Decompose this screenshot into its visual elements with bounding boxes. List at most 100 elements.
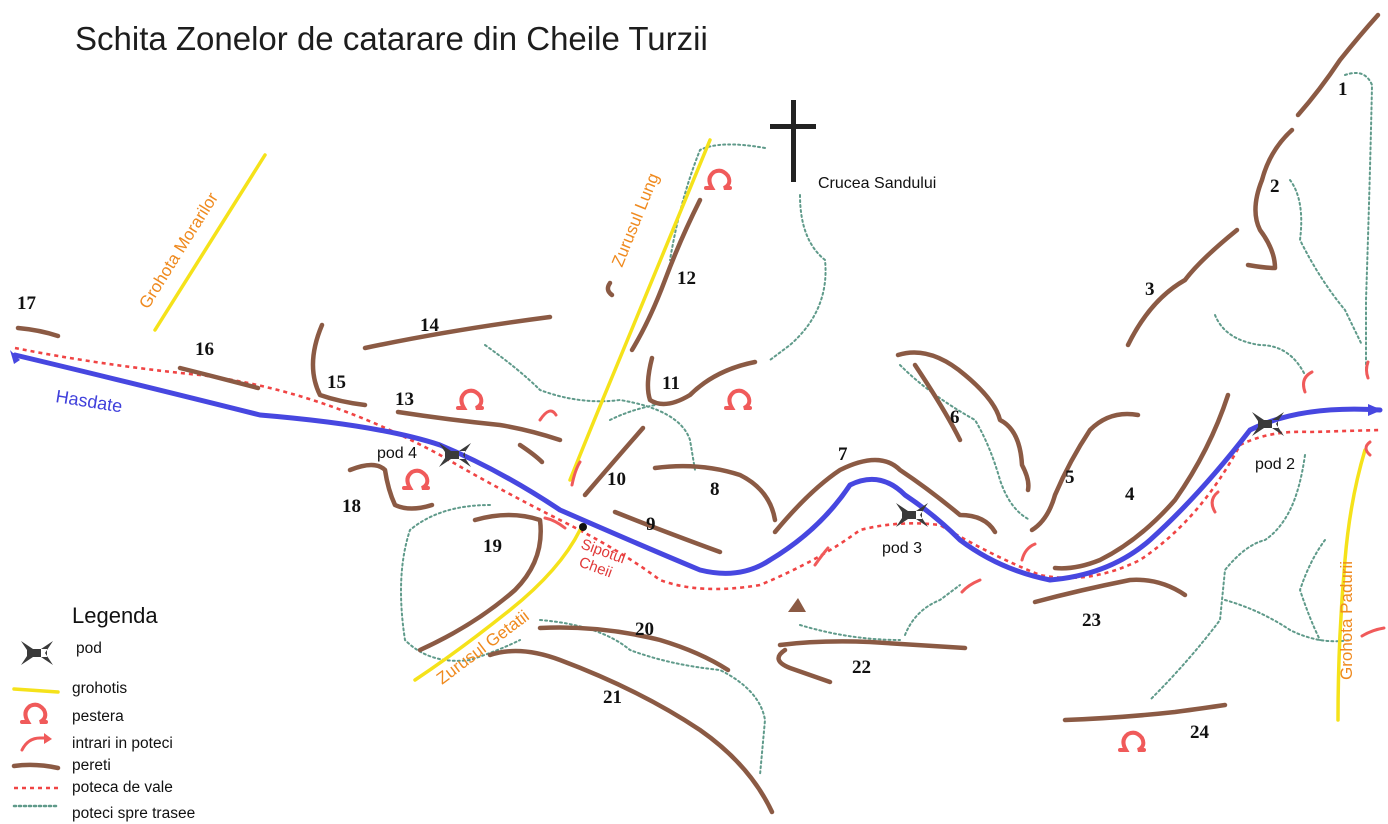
- zone-number: 1: [1338, 79, 1348, 100]
- zone-number: 14: [420, 315, 440, 336]
- cross-label: Crucea Sandului: [818, 175, 936, 192]
- wall: [788, 598, 806, 612]
- route-trail: [1214, 314, 1306, 376]
- legend-title: Legenda: [72, 603, 158, 628]
- zone-number: 20: [635, 619, 654, 640]
- trail-entry-arrow-icon: [1360, 626, 1386, 638]
- wall: [612, 509, 723, 555]
- route-trail: [539, 619, 767, 776]
- legend: Legenda pod grohotis pestera intrari in …: [11, 603, 195, 822]
- wall: [582, 425, 646, 498]
- wall: [1032, 577, 1188, 605]
- bridge-label: pod 3: [882, 540, 922, 557]
- river-flow-arrow-icon: [1368, 404, 1382, 416]
- zone-number: 24: [1190, 722, 1210, 743]
- wall: [537, 625, 731, 673]
- zone-number: 16: [195, 339, 214, 360]
- route-trail: [904, 584, 961, 636]
- bridge-label: pod 2: [1255, 456, 1295, 473]
- wall: [629, 197, 703, 353]
- trail-entry-arrow-icon: [1020, 542, 1037, 562]
- river-label: Hasdate: [54, 386, 123, 416]
- route-trail: [609, 404, 656, 421]
- wall-line-icon: [11, 762, 61, 771]
- wall: [605, 280, 615, 298]
- wall: [1295, 12, 1381, 118]
- route-trail: [669, 143, 766, 261]
- zone-number: 8: [710, 479, 720, 500]
- zone-number: 19: [483, 536, 502, 557]
- wall: [395, 409, 563, 443]
- spring-marker-icon: [579, 523, 587, 531]
- cross-icon: [770, 100, 816, 182]
- wall: [15, 325, 61, 339]
- zone-number: 9: [646, 514, 656, 535]
- trail-entry-arrow-icon: [1364, 440, 1372, 457]
- river-hasdate: [12, 352, 1383, 583]
- trail-entry-arrow-icon: [1210, 490, 1220, 514]
- scree-label: Grohota Padurii: [1337, 561, 1356, 680]
- zone-number: 10: [607, 469, 626, 490]
- zone-number: 11: [662, 373, 680, 394]
- zone-number: 18: [342, 496, 361, 517]
- route-trail: [799, 624, 901, 641]
- wall: [1125, 227, 1240, 348]
- zone-labels: 1 2 3 4 5 6 7 8 9 10 11 12 13 14 15 16 1…: [17, 79, 1348, 743]
- cave-icon: [704, 168, 732, 190]
- legend-label: pestera: [72, 708, 124, 725]
- route-trail: [1289, 179, 1363, 346]
- trail-entry-arrow-icon: [960, 578, 982, 594]
- wall: [1062, 702, 1228, 723]
- trail-entry-arrow-icon: [538, 409, 558, 422]
- river-start-icon: [10, 350, 20, 364]
- wall: [347, 462, 435, 511]
- legend-label: grohotis: [72, 680, 127, 697]
- route-trail: [1298, 539, 1326, 641]
- cave-icon: [456, 388, 484, 410]
- trail-entry-arrow-icon: [543, 516, 567, 530]
- trail-entry-arrow-icon: [1365, 360, 1370, 380]
- zone-number: 13: [395, 389, 414, 410]
- scree-fields: [153, 138, 1367, 722]
- route-trail: [1224, 599, 1351, 643]
- bridge-icon: [21, 641, 53, 665]
- valley-path: [14, 346, 1381, 591]
- zone-number: 3: [1145, 279, 1155, 300]
- wall: [652, 463, 778, 523]
- zone-number: 5: [1065, 467, 1075, 488]
- zone-number: 17: [17, 293, 37, 314]
- climbing-walls: [15, 12, 1381, 815]
- wall: [772, 457, 998, 535]
- legend-label: poteca de vale: [72, 779, 173, 796]
- zone-number: 12: [677, 268, 696, 289]
- zone-number: 2: [1270, 176, 1280, 197]
- wall: [417, 512, 543, 653]
- wall: [517, 442, 545, 465]
- bridge-label: pod 4: [377, 445, 417, 462]
- scree-grohota-padurii: [1336, 448, 1367, 722]
- cave-icon: [20, 702, 48, 724]
- wall: [645, 355, 758, 407]
- zone-number: 15: [327, 372, 346, 393]
- zone-number: 7: [838, 444, 848, 465]
- map-title: Schita Zonelor de catarare din Cheile Tu…: [75, 20, 708, 57]
- scree-label: Zurusul Getatii: [433, 606, 533, 688]
- zone-number: 22: [852, 657, 871, 678]
- cave-icon: [402, 468, 430, 490]
- route-trail: [1149, 454, 1306, 701]
- wall: [177, 365, 261, 391]
- zone-number: 21: [603, 687, 622, 708]
- zone-number: 23: [1082, 610, 1101, 631]
- legend-label: pereti: [72, 757, 111, 774]
- route-trail: [484, 344, 696, 471]
- scree-grohota-morarilor: [153, 153, 267, 332]
- route-trail: [400, 504, 521, 662]
- trail-entry-arrow-icon: [1302, 370, 1314, 394]
- scree-zurusul-lung: [568, 138, 712, 482]
- zone-number: 6: [950, 407, 960, 428]
- wall: [895, 350, 1031, 493]
- legend-label: intrari in poteci: [72, 735, 173, 752]
- wall: [1029, 411, 1141, 533]
- legend-label: pod: [76, 640, 102, 657]
